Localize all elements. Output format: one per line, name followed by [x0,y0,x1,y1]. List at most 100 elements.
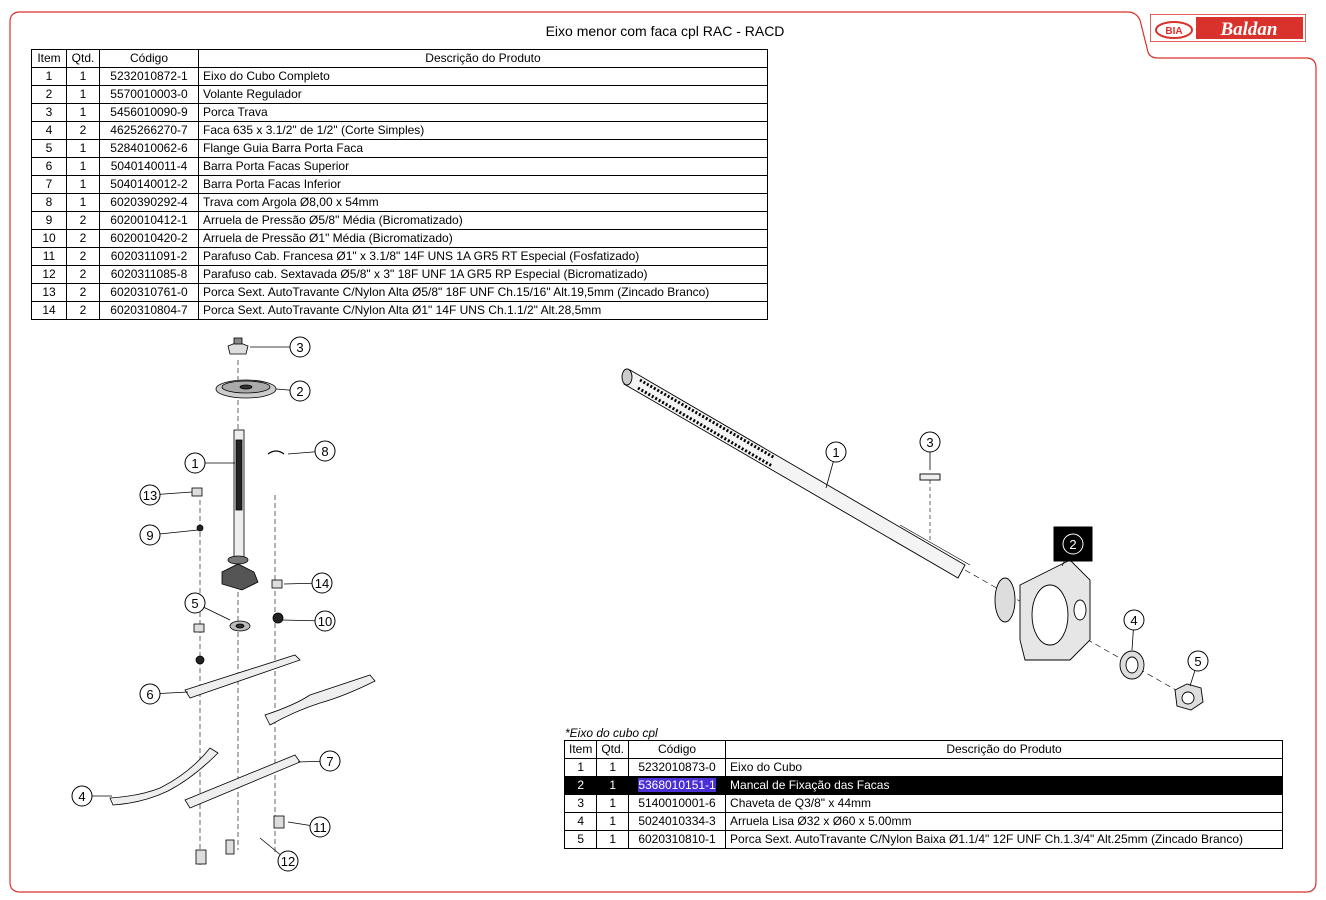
callout-label: 12 [281,854,295,869]
assembly-diagram-right: 1 3 2 4 5 [621,368,1209,711]
brand-badge: BIA [1165,26,1182,37]
callout-4: 4 [71,785,112,807]
cell-description: Chaveta de Q3/8" x 44mm [725,794,1284,813]
cell-code: 5284010062-6 [99,139,199,158]
cell-description: Barra Porta Facas Inferior [198,175,768,194]
cell-code: 6020010420-2 [99,229,199,248]
col-item: Item [563,740,598,759]
callout-label: 5 [191,596,198,611]
callout-7: 7 [297,750,341,772]
selected-code-highlight: 5368010151-1 [638,778,716,792]
col-qty: Qtd. [66,49,100,68]
callout-label: 14 [315,576,329,591]
col-qty: Qtd. [596,740,630,759]
cell-qty: 1 [66,139,100,158]
cell-item: 4 [31,121,67,140]
cell-description: Volante Regulador [198,85,768,104]
callout-label: 1 [832,445,839,460]
callout-3: 3 [919,431,941,470]
cell-code: 5456010090-9 [99,103,199,122]
callout-label: 9 [146,528,153,543]
cell-item: 3 [563,794,598,813]
cell-code: 5570010003-0 [99,85,199,104]
cell-qty: 1 [66,193,100,212]
callout-13: 13 [139,484,193,506]
callout-label: 4 [1130,613,1137,628]
cell-item: 4 [563,812,598,831]
callout-14: 14 [283,572,333,594]
callout-5: 5 [1187,650,1209,687]
cell-item: 2 [563,776,598,795]
cell-code: 5040140012-2 [99,175,199,194]
cell-item: 1 [31,67,67,86]
cell-qty: 1 [66,175,100,194]
cell-item: 3 [31,103,67,122]
callout-2: 2 [275,380,311,402]
cell-description: Porca Sext. AutoTravante C/Nylon Alta Ø1… [198,301,768,320]
callout-label: 2 [1069,537,1076,552]
cell-item: 2 [31,85,67,104]
cell-description: Mancal de Fixação das Facas [725,776,1284,795]
cell-item: 9 [31,211,67,230]
cell-qty: 1 [66,157,100,176]
cell-code: 5368010151-1 [628,776,727,795]
callout-1: 1 [825,441,847,489]
callout-label: 8 [321,444,328,459]
cell-qty: 1 [596,830,630,849]
cell-qty: 1 [66,103,100,122]
callout-label: 2 [296,384,303,399]
cell-description: Arruela de Pressão Ø5/8" Média (Bicromat… [198,211,768,230]
callout-4: 4 [1123,609,1145,651]
cell-description: Trava com Argola Ø8,00 x 54mm [198,193,768,212]
cell-qty: 1 [66,67,100,86]
cell-code: 5040140011-4 [99,157,199,176]
page-title: Eixo menor com faca cpl RAC - RACD [545,23,785,39]
cell-description: Barra Porta Facas Superior [198,157,768,176]
cell-description: Eixo do Cubo [725,758,1284,777]
cell-item: 7 [31,175,67,194]
cell-item: 14 [31,301,67,320]
callout-1: 1 [184,452,235,474]
cell-qty: 2 [66,247,100,266]
cell-qty: 2 [66,283,100,302]
cell-item: 12 [31,265,67,284]
cell-description: Arruela de Pressão Ø1" Média (Bicromatiz… [198,229,768,248]
callout-label: 10 [318,614,332,629]
callout-label: 7 [326,754,333,769]
cell-description: Porca Trava [198,103,768,122]
cell-code: 6020311091-2 [99,247,199,266]
baldan-logo: BIA Baldan [1150,14,1306,42]
cell-item: 13 [31,283,67,302]
cell-qty: 2 [66,121,100,140]
cell-item: 5 [563,830,598,849]
cell-code: 6020390292-4 [99,193,199,212]
cell-description: Parafuso cab. Sextavada Ø5/8" x 3" 18F U… [198,265,768,284]
cell-item: 8 [31,193,67,212]
callout-11: 11 [287,816,331,838]
cell-qty: 2 [66,265,100,284]
sub-table-caption: *Eixo do cubo cpl [565,726,658,740]
col-description: Descrição do Produto [198,49,768,68]
